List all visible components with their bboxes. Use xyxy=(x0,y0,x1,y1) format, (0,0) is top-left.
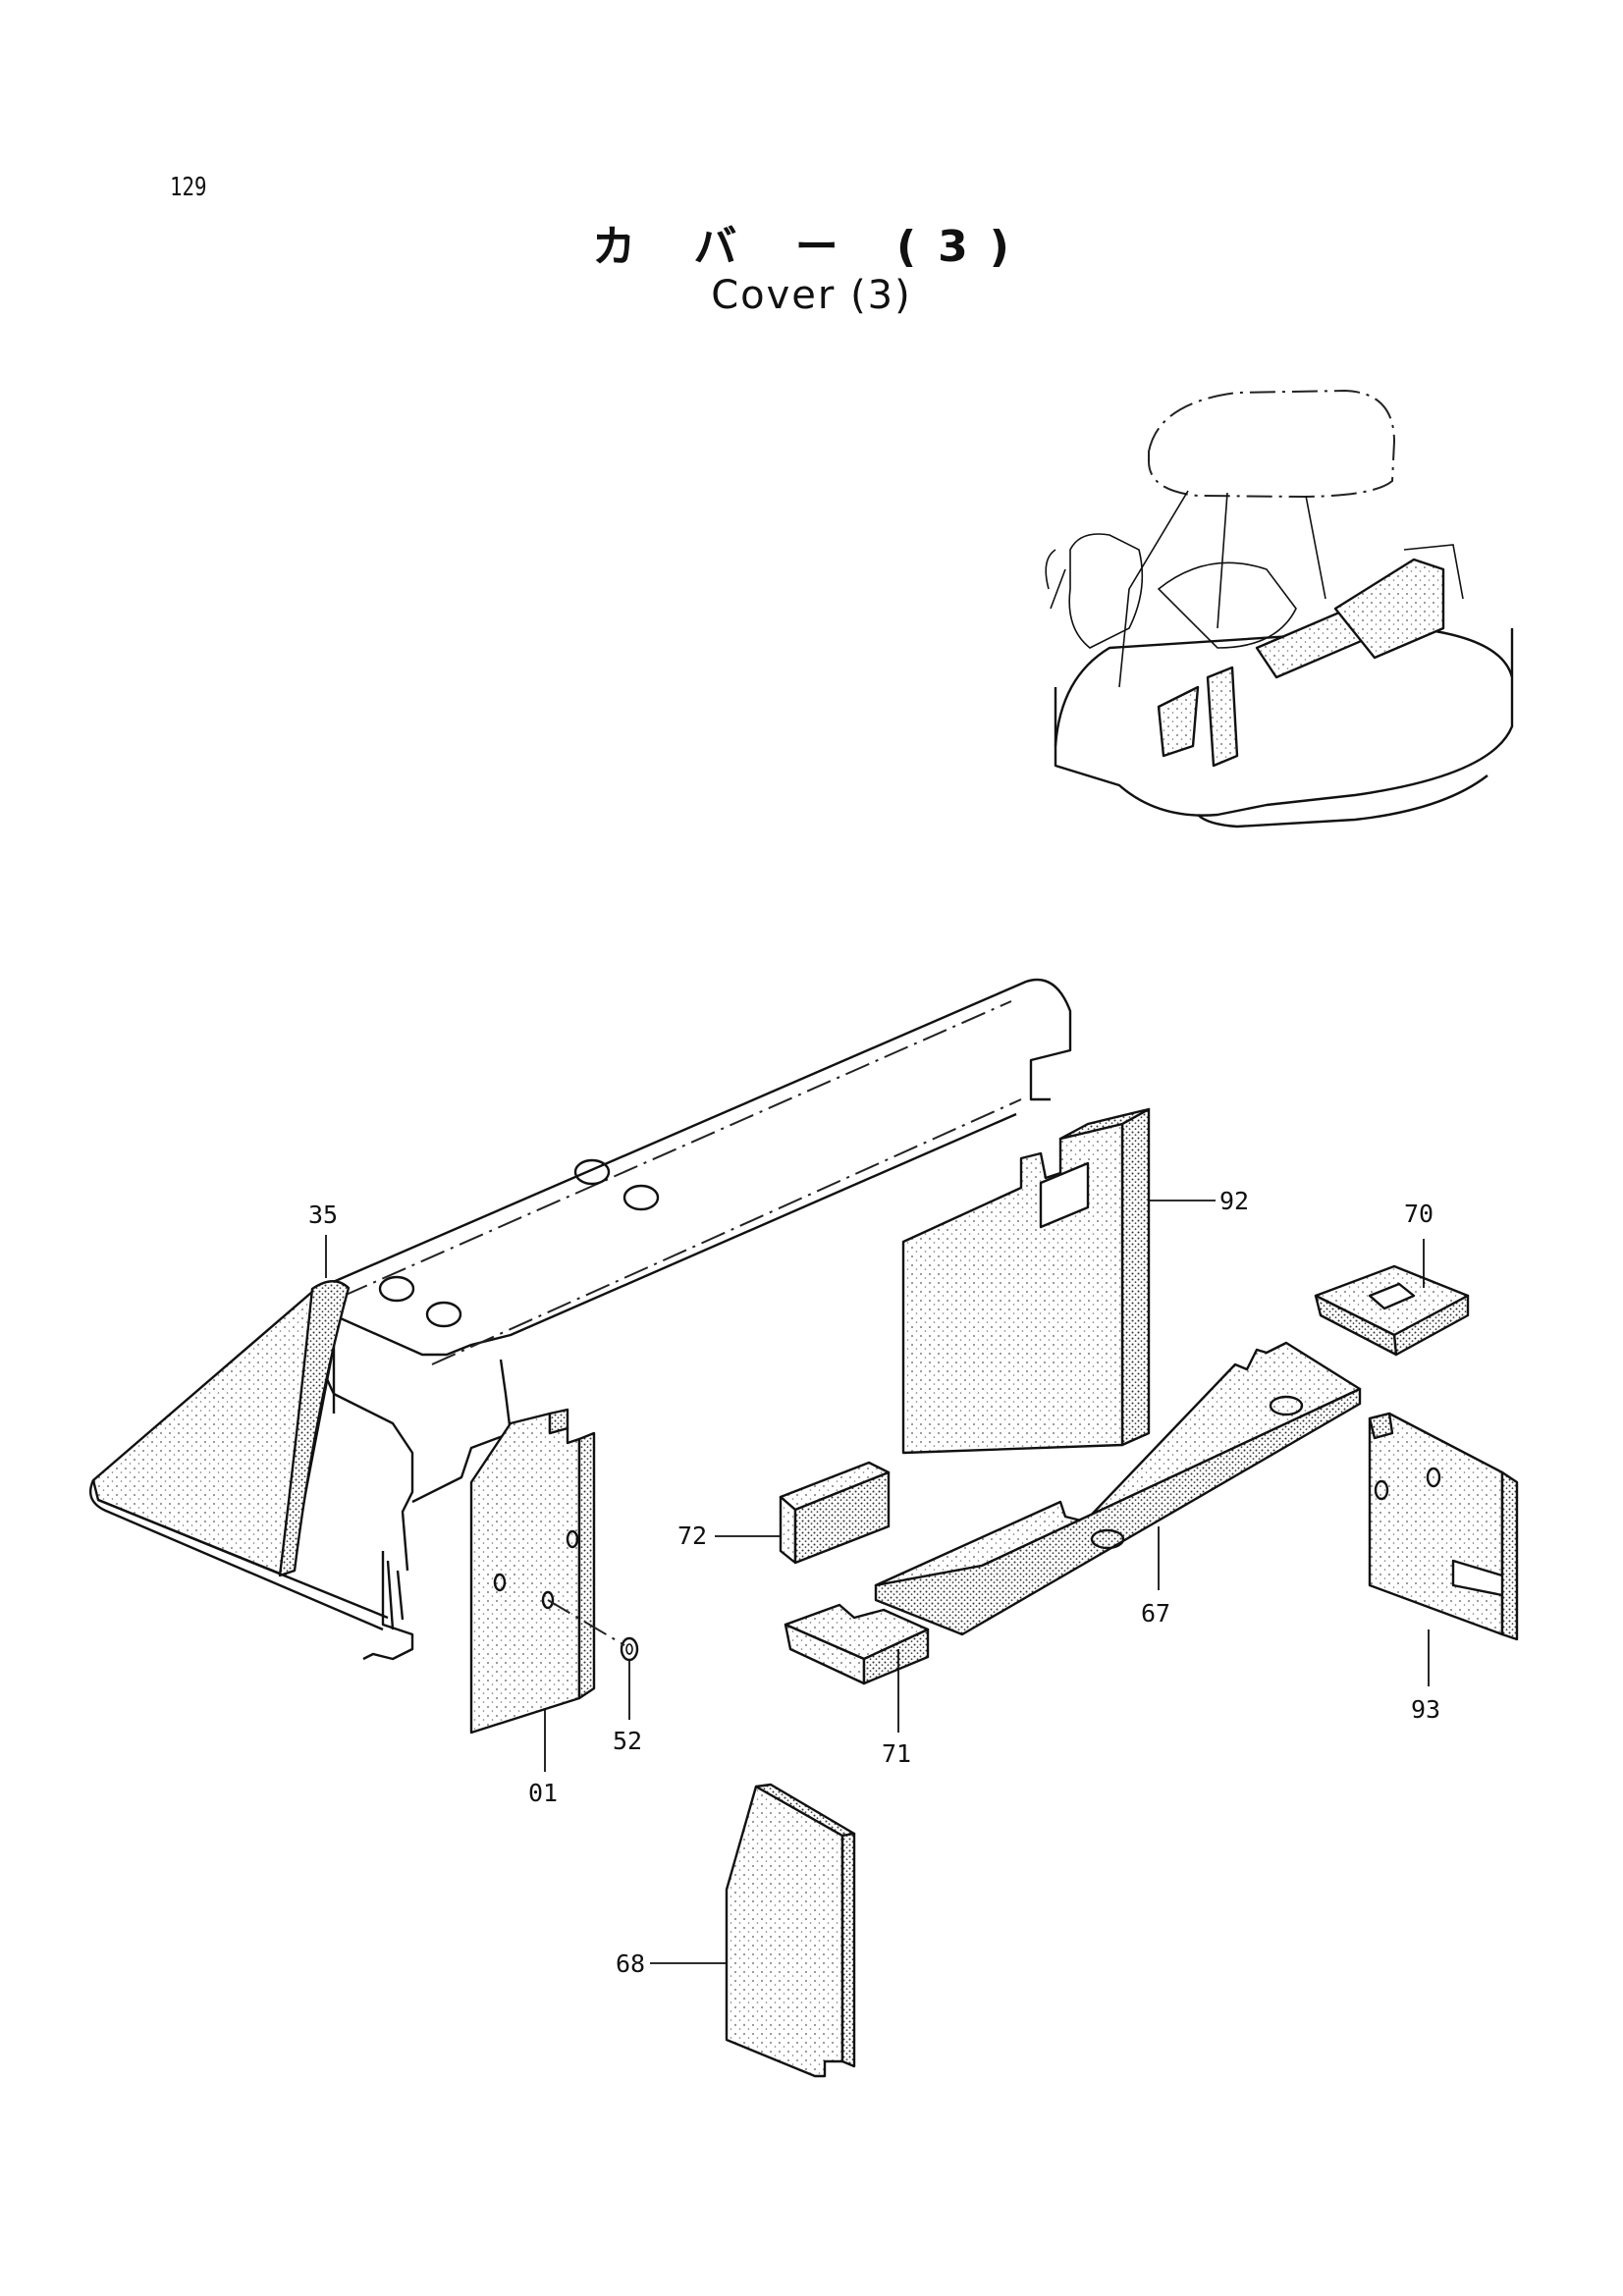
callout-68: 68 xyxy=(616,1949,645,1978)
callout-67: 67 xyxy=(1141,1599,1170,1628)
part-35-foam-edge xyxy=(278,1280,351,1577)
callout-35: 35 xyxy=(308,1201,338,1229)
part-68-panel xyxy=(725,1783,856,2078)
callout-71: 71 xyxy=(882,1739,911,1768)
part-52-washer xyxy=(547,1599,639,1662)
page-number: 129 xyxy=(170,173,207,202)
part-70-block xyxy=(1314,1264,1470,1357)
callout-52: 52 xyxy=(613,1727,642,1755)
part-35-frame xyxy=(88,1479,389,1631)
machine-overview-inset xyxy=(1045,389,1514,828)
callout-70: 70 xyxy=(1404,1200,1434,1228)
part-67-plate xyxy=(874,1341,1362,1636)
callout-92: 92 xyxy=(1219,1187,1249,1215)
callout-93: 93 xyxy=(1411,1695,1440,1724)
part-71-block xyxy=(784,1603,930,1685)
callout-01: 01 xyxy=(528,1779,558,1807)
part-92-panel xyxy=(901,1107,1151,1455)
part-01-panel xyxy=(469,1408,596,1735)
title-english: Cover (3) xyxy=(711,273,912,318)
callout-72: 72 xyxy=(677,1522,707,1550)
part-93-panel xyxy=(1368,1412,1519,1641)
part-72-block xyxy=(779,1461,891,1565)
title-japanese: カ バ ー (3) xyxy=(592,222,1031,272)
